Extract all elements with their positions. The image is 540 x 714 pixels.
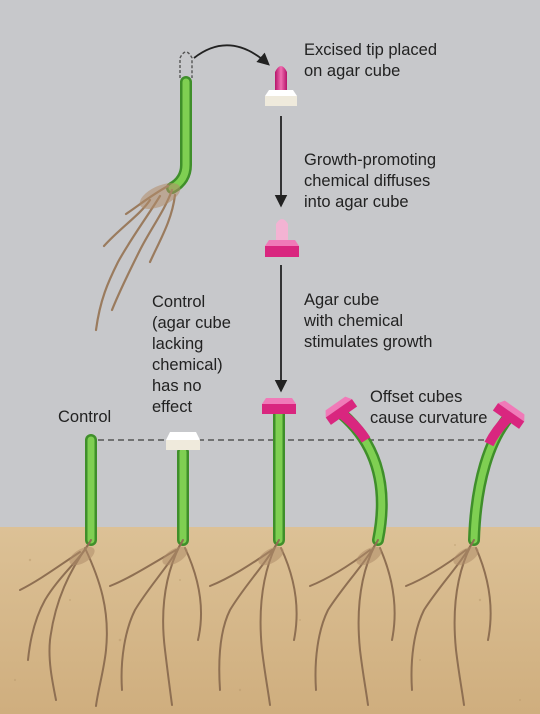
curved-arrow-icon	[193, 44, 270, 66]
label-control: Control	[58, 408, 112, 426]
label-offset-cubes: Offset cubes cause curvature	[370, 388, 488, 427]
agar-cube-with-chemical-icon	[325, 396, 358, 425]
coleoptile-offset-right	[468, 400, 525, 546]
agar-cube-icon	[265, 66, 297, 106]
label-chemical-diffuses: Growth-promoting chemical diffuses into …	[304, 151, 437, 211]
label-excised-tip: Excised tip placed on agar cube	[304, 41, 437, 80]
agar-cube-with-chemical-icon	[492, 400, 525, 429]
excised-seedling	[94, 51, 193, 332]
agar-cube-icon	[166, 432, 200, 450]
seed-husks	[69, 546, 479, 566]
excised-tip-outline	[179, 51, 193, 78]
coleoptile-offset-left	[325, 396, 388, 546]
coleoptile-plain-cube	[166, 432, 200, 546]
label-control-note: Control (agar cube lacking chemical) has…	[152, 293, 231, 416]
label-stimulates-growth: Agar cube with chemical stimulates growt…	[304, 291, 433, 351]
coleoptile-chemical-cube	[262, 398, 296, 546]
agar-cube-with-chemical-icon	[265, 219, 299, 257]
agar-cube-with-chemical-icon	[262, 398, 296, 414]
